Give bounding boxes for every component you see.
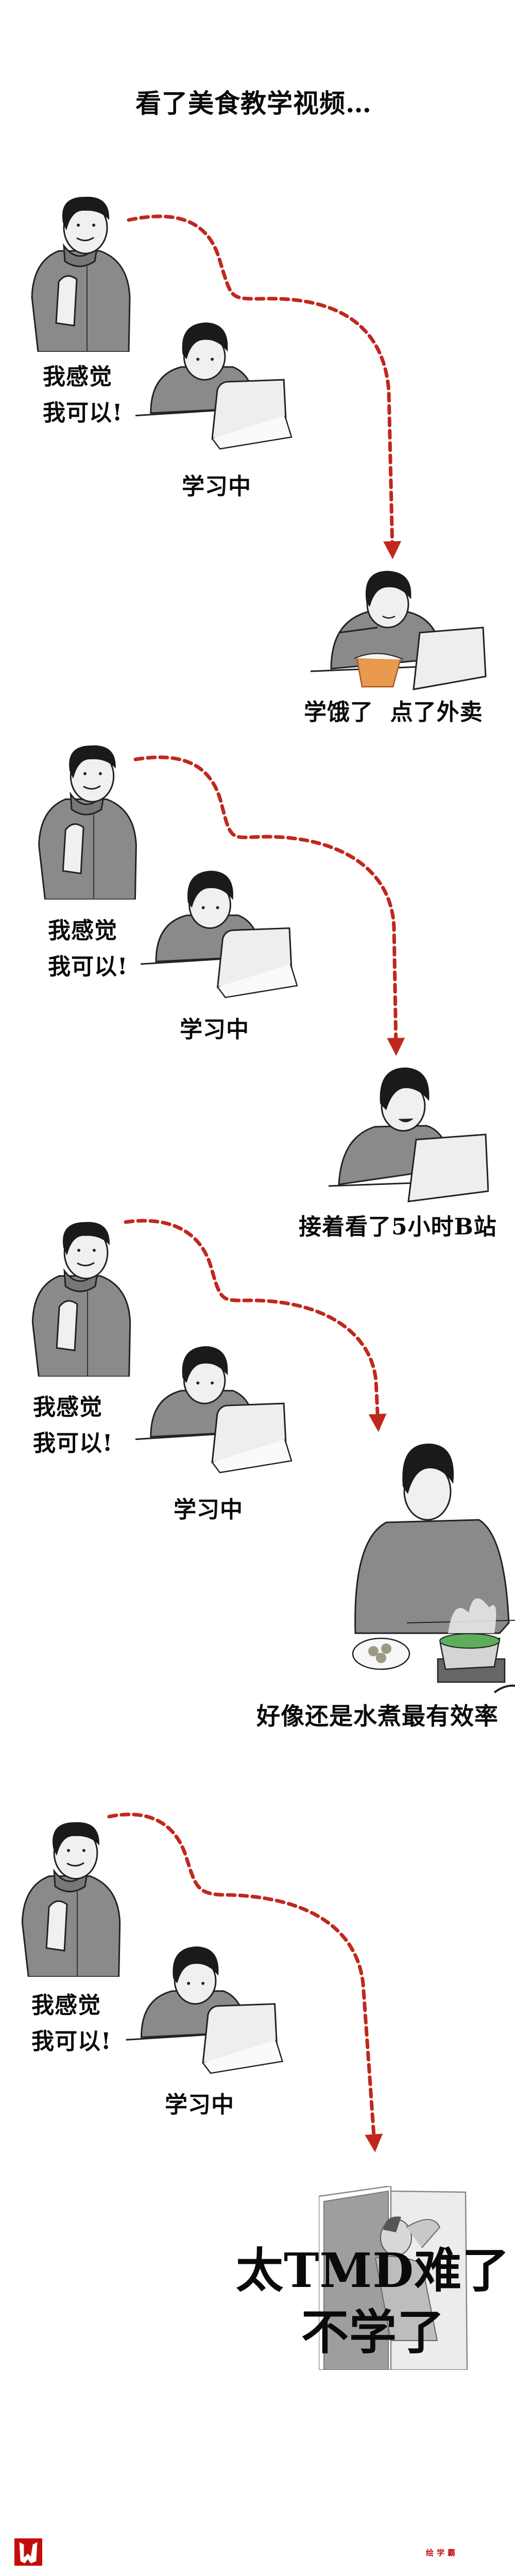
giving-up-subline: 不学了 (301, 2304, 445, 2360)
confident-text: 我感觉 我可以! (43, 359, 123, 431)
brand-logo (14, 2538, 42, 2566)
confident-man-illustration (28, 194, 131, 352)
studying-man-illustration (126, 1942, 285, 2081)
confident-line-1: 我感觉 (43, 364, 112, 390)
dashed-arrow-2 (133, 755, 405, 1056)
watching-video-illustration (329, 1065, 489, 1207)
eating-takeout-illustration (311, 571, 488, 694)
studying-caption: 学习中 (165, 2092, 234, 2118)
confident-text: 我感觉 我可以! (31, 1988, 111, 2060)
dashed-arrow-1 (127, 214, 402, 560)
confident-line-2: 我可以! (48, 954, 128, 980)
giving-up-headline: 太TMD难了 (236, 2243, 510, 2298)
confident-line-2: 我可以! (43, 400, 123, 426)
confident-man-illustration (35, 743, 138, 900)
studying-man-illustration (140, 867, 300, 1005)
outcome-caption: 好像还是水煮最有效率 (256, 1702, 499, 1730)
confident-man-illustration (28, 1219, 132, 1377)
confident-text: 我感觉 我可以! (33, 1389, 113, 1462)
confident-line-1: 我感觉 (31, 1992, 101, 2019)
studying-man-illustration (135, 318, 294, 457)
confident-line-2: 我可以! (31, 2028, 112, 2055)
brand-name: 绘学霸 (426, 2548, 459, 2557)
studying-man-illustration (135, 1342, 294, 1481)
studying-caption: 学习中 (174, 1497, 243, 1523)
studying-caption: 学习中 (182, 473, 251, 500)
outcome-caption: 接着看了5小时B站 (299, 1214, 497, 1240)
confident-line-1: 我感觉 (33, 1394, 102, 1420)
cooking-man-illustration (345, 1443, 515, 1693)
page-title: 看了美食教学视频… (135, 88, 372, 118)
confident-man-illustration (18, 1820, 121, 1977)
dashed-arrow-4 (107, 1812, 383, 2153)
w-logo-icon (19, 2542, 38, 2564)
confident-line-1: 我感觉 (48, 918, 117, 944)
outcome-caption: 学饿了 点了外卖 (304, 699, 483, 725)
dashed-arrow-3 (124, 1218, 387, 1432)
confident-line-2: 我可以! (33, 1430, 113, 1456)
studying-caption: 学习中 (180, 1016, 249, 1043)
confident-text: 我感觉 我可以! (48, 913, 128, 985)
